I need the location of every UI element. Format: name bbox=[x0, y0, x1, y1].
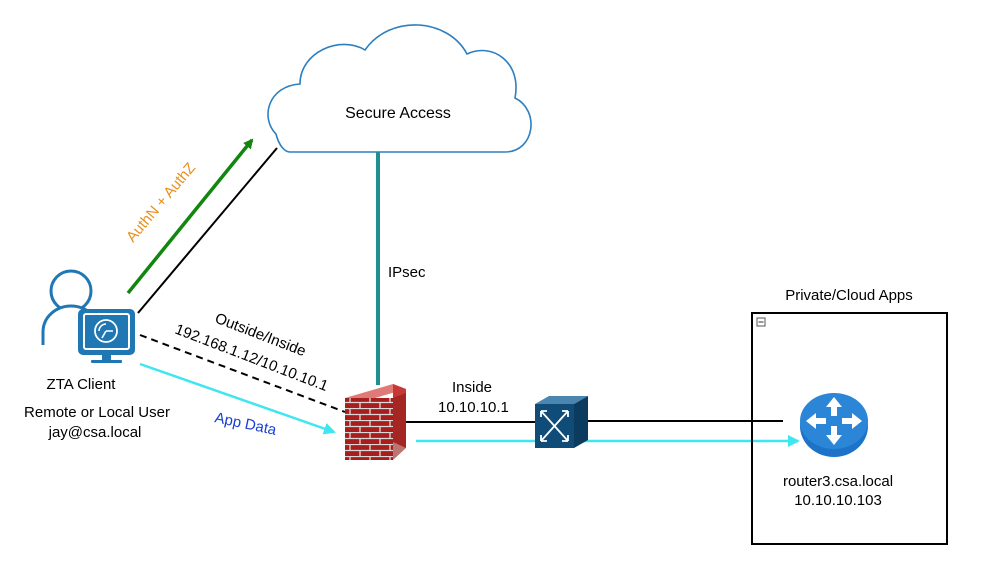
cloud-label: Secure Access bbox=[345, 105, 451, 122]
client-role: Remote or Local User bbox=[24, 404, 170, 421]
inside-ip: 10.10.10.1 bbox=[438, 399, 509, 416]
collapse-icon[interactable] bbox=[756, 317, 766, 327]
app-data-arrow bbox=[139, 362, 336, 435]
authn-label: AuthN + AuthZ bbox=[123, 160, 199, 246]
apps-box-title: Private/Cloud Apps bbox=[785, 287, 913, 304]
router-name: router3.csa.local bbox=[783, 473, 893, 490]
authn-arrow bbox=[126, 138, 254, 295]
router-icon bbox=[800, 393, 868, 457]
apps-box bbox=[751, 312, 948, 545]
client-name: ZTA Client bbox=[47, 376, 117, 393]
client-cloud-link bbox=[137, 147, 278, 314]
outside-inside-link bbox=[139, 334, 346, 413]
app-data-label: App Data bbox=[213, 409, 278, 439]
inside-label: Inside bbox=[452, 379, 492, 396]
ipsec-label: IPsec bbox=[388, 264, 426, 281]
switch-icon bbox=[535, 396, 588, 448]
cloud-icon bbox=[267, 24, 532, 153]
router-ip: 10.10.10.103 bbox=[794, 492, 882, 509]
client-user: jay@csa.local bbox=[48, 424, 142, 441]
monitor-icon bbox=[78, 309, 135, 363]
firewall-icon bbox=[345, 384, 406, 460]
